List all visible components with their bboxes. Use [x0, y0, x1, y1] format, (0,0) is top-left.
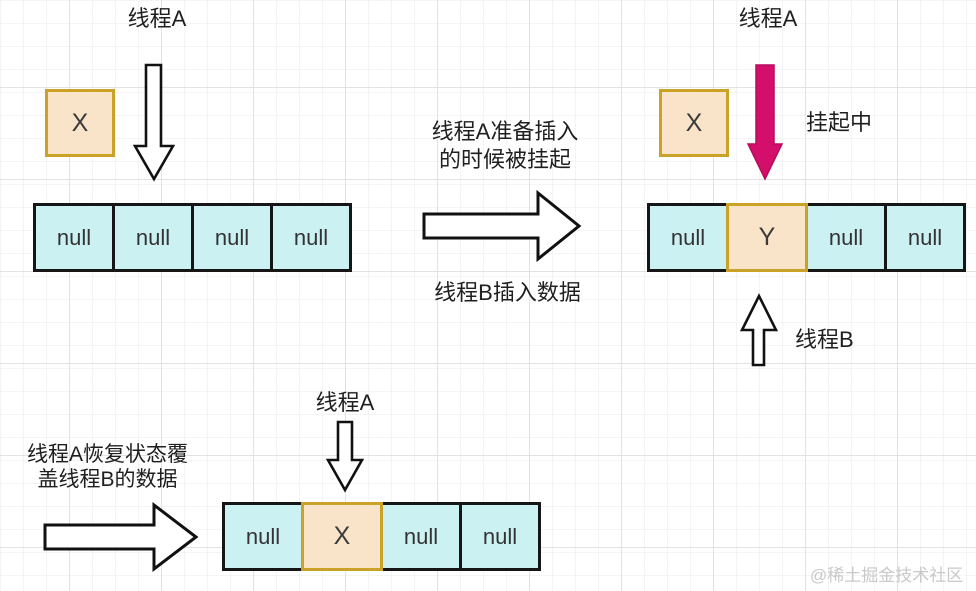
transition-caption-line1: 线程A准备插入 — [431, 119, 579, 144]
bucket-cell: null — [805, 203, 887, 272]
scene2-pending-value-box: X — [659, 89, 729, 157]
right-arrow-icon — [421, 189, 583, 263]
cell-value: null — [907, 224, 943, 250]
scene1-thread-a-label: 线程A — [127, 6, 187, 31]
transition-caption-line2: 的时候被挂起 — [438, 147, 571, 172]
cell-value: null — [214, 224, 250, 250]
scene3-caption-line2: 盖线程B的数据 — [37, 468, 178, 491]
transition-caption-bottom: 线程B插入数据 — [434, 280, 581, 305]
bucket-cell: null — [112, 203, 194, 272]
cell-value: null — [828, 224, 864, 250]
scene2-bucket-row: null Y null null — [647, 203, 966, 272]
bucket-cell: null — [884, 203, 966, 272]
scene2-pending-value: X — [685, 108, 703, 137]
bucket-cell-filled: Y — [726, 203, 808, 272]
scene3-caption: 线程A恢复状态覆 盖线程B的数据 — [5, 442, 210, 492]
scene2-suspended-label: 挂起中 — [806, 110, 873, 135]
suspend-arrow-icon — [747, 63, 783, 182]
scene1-pending-value-box: X — [45, 89, 115, 157]
cell-value: null — [403, 523, 439, 549]
scene1-pending-value: X — [71, 108, 89, 137]
transition-caption-top: 线程A准备插入 的时候被挂起 — [400, 118, 610, 174]
cell-value: null — [135, 224, 171, 250]
bucket-cell-filled: X — [301, 502, 383, 571]
cell-value: null — [56, 224, 92, 250]
scene3-bucket-row: null X null null — [222, 502, 541, 571]
cell-value: Y — [758, 223, 776, 251]
right-arrow-icon — [42, 502, 200, 572]
bucket-cell: null — [270, 203, 352, 272]
scene3-thread-a-label: 线程A — [315, 390, 375, 415]
bucket-cell: null — [380, 502, 462, 571]
cell-value: X — [333, 522, 351, 550]
scene2-thread-b-label: 线程B — [795, 327, 854, 352]
scene2-thread-a-label: 线程A — [738, 6, 798, 31]
cell-value: null — [245, 523, 281, 549]
cell-value: null — [293, 224, 329, 250]
scene3-caption-line1: 线程A恢复状态覆 — [26, 443, 188, 466]
cell-value: null — [670, 224, 706, 250]
bucket-cell: null — [459, 502, 541, 571]
bucket-cell: null — [191, 203, 273, 272]
bucket-cell: null — [33, 203, 115, 272]
down-arrow-icon — [133, 63, 175, 182]
watermark: @稀土掘金技术社区 — [810, 566, 964, 585]
bucket-cell: null — [222, 502, 304, 571]
bucket-cell: null — [647, 203, 729, 272]
cell-value: null — [482, 523, 518, 549]
up-arrow-icon — [740, 293, 778, 368]
down-arrow-icon — [326, 420, 364, 493]
scene1-bucket-row: null null null null — [33, 203, 352, 272]
